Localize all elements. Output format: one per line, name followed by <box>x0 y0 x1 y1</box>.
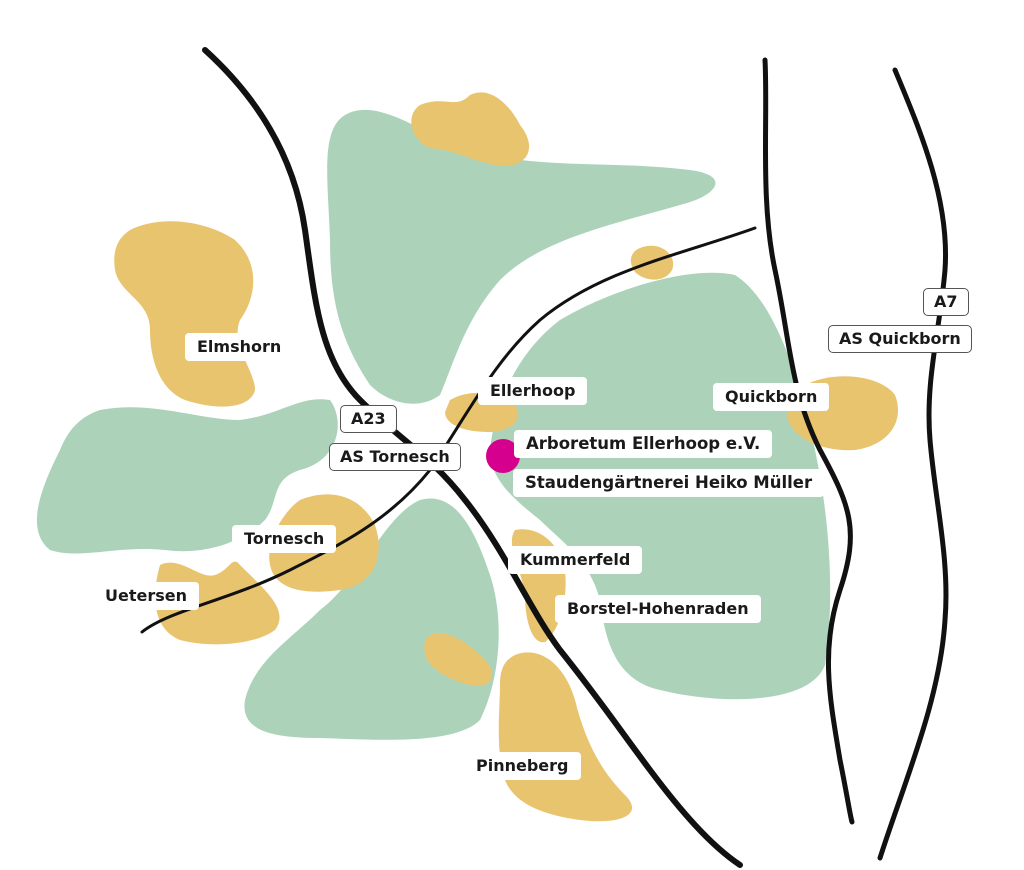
place-pinneberg: Pinneberg <box>464 752 581 780</box>
highway-a7-west <box>762 57 855 825</box>
yellow-area-north <box>411 92 530 166</box>
poi-nursery-label[interactable]: Staudengärtnerei Heiko Müller <box>513 469 825 497</box>
highway-a23-label: A23 <box>340 405 397 433</box>
place-tornesch: Tornesch <box>232 525 337 553</box>
place-quickborn: Quickborn <box>713 383 830 411</box>
place-kummerfeld: Kummerfeld <box>508 546 643 574</box>
highway-a7-label: A7 <box>923 288 969 316</box>
place-ellerhoop: Ellerhoop <box>478 377 588 405</box>
green-area-north <box>327 109 716 404</box>
exit-quickborn-label: AS Quickborn <box>828 325 972 353</box>
green-area-west <box>36 399 338 554</box>
poi-arboretum-label[interactable]: Arboretum Ellerhoop e.V. <box>514 430 773 458</box>
place-borstel-hohenraden: Borstel-Hohenraden <box>555 595 761 623</box>
green-area-southwest <box>244 498 499 740</box>
yellow-area-elmshorn <box>114 221 255 407</box>
place-elmshorn: Elmshorn <box>185 333 294 361</box>
arboretum-marker[interactable] <box>486 439 520 473</box>
highway-a23 <box>202 47 743 868</box>
yellow-area-small-south <box>424 633 493 686</box>
place-uetersen: Uetersen <box>93 582 199 610</box>
yellow-area-pinneberg <box>498 652 633 822</box>
highway-a7-east <box>877 67 949 861</box>
exit-tornesch-label: AS Tornesch <box>329 443 461 471</box>
